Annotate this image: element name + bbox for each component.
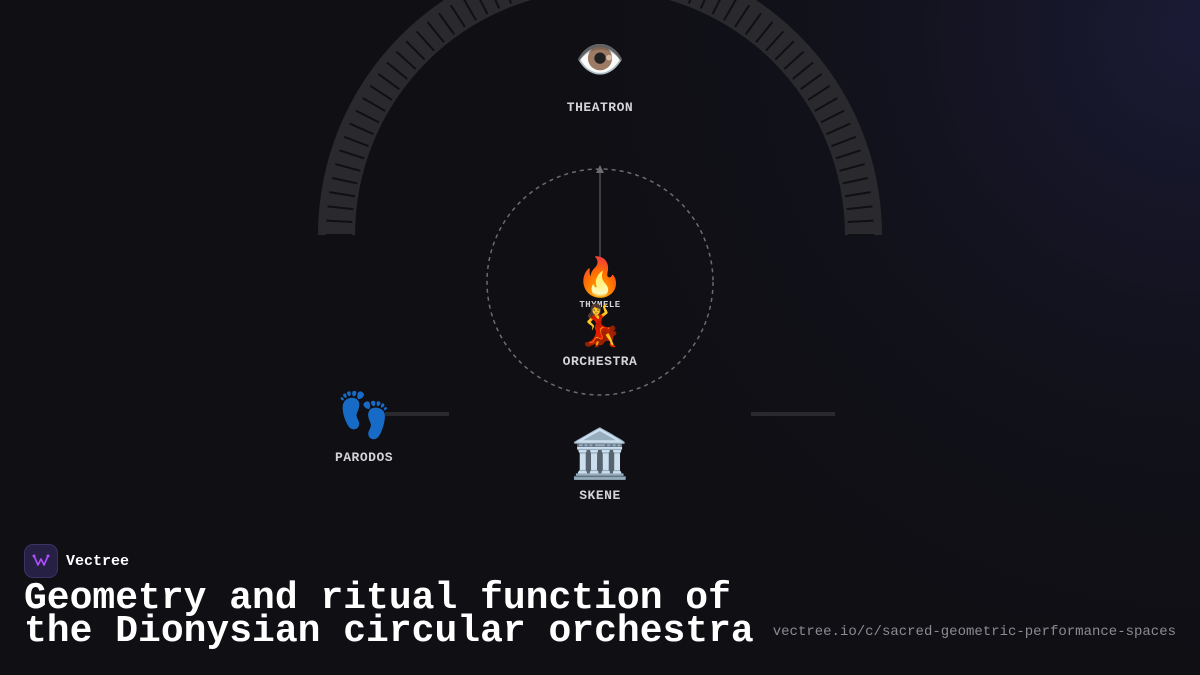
seat-divider <box>463 0 477 21</box>
parodos-node: 👣 PARODOS <box>334 390 394 466</box>
theatron-node: 👁️ THEATRON <box>567 40 633 115</box>
orchestra-node: 💃 ORCHESTRA <box>563 306 638 369</box>
seat-divider <box>335 163 361 172</box>
source-url: vectree.io/c/sacred-geometric-performanc… <box>772 624 1176 640</box>
seat-divider <box>831 135 857 148</box>
footprints-icon: 👣 <box>336 390 392 441</box>
seat-divider <box>426 21 445 43</box>
dancer-icon: 💃 <box>575 303 625 349</box>
seat-divider <box>792 61 814 80</box>
seat-divider <box>326 219 353 224</box>
seat-divider <box>800 73 823 91</box>
seat-divider <box>807 84 831 101</box>
classical-building-icon: 🏛️ <box>570 426 630 482</box>
seat-divider <box>327 205 354 211</box>
seat-divider <box>438 12 456 35</box>
skene-node: 🏛️ SKENE <box>570 430 630 503</box>
seating-rows <box>326 0 874 236</box>
seat-divider <box>814 97 838 112</box>
seat-divider <box>820 109 845 124</box>
parodos-label: PARODOS <box>334 450 394 465</box>
page-title: Geometry and ritual function of the Dion… <box>24 577 754 653</box>
thymele-label: THYMELE <box>579 300 621 310</box>
seat-divider <box>842 177 869 185</box>
seat-divider <box>846 205 873 211</box>
seat-divider <box>331 177 358 185</box>
seat-divider <box>826 122 851 136</box>
seat-divider <box>494 0 501 9</box>
seat-divider <box>699 0 706 9</box>
seat-divider <box>415 30 435 52</box>
seat-divider <box>723 0 737 21</box>
skene-label: SKENE <box>579 488 621 503</box>
seat-divider <box>844 191 871 198</box>
theatron-label: THEATRON <box>566 100 634 115</box>
seat-divider <box>774 40 795 61</box>
seat-divider <box>362 97 386 112</box>
seat-divider <box>765 30 785 52</box>
seat-divider <box>449 4 466 28</box>
seat-divider <box>339 149 365 160</box>
seat-divider <box>386 61 408 80</box>
brand: Vectree <box>24 544 129 578</box>
eye-icon: 👁️ <box>575 37 625 83</box>
seat-divider <box>755 21 774 43</box>
seat-divider <box>783 50 805 70</box>
axis-arrowhead <box>596 165 604 173</box>
seat-divider <box>734 4 751 28</box>
seat-divider <box>405 40 426 61</box>
seat-divider <box>847 219 874 224</box>
seat-divider <box>377 73 400 91</box>
fire-icon: 🔥 <box>576 255 624 299</box>
seat-divider <box>369 84 393 101</box>
orchestra-label: ORCHESTRA <box>562 354 638 369</box>
seat-divider <box>835 149 861 160</box>
brand-name: Vectree <box>66 552 130 570</box>
seat-divider <box>343 135 369 148</box>
seat-divider <box>395 50 417 70</box>
seat-divider <box>711 0 721 15</box>
seat-divider <box>355 109 380 124</box>
seat-divider <box>479 0 489 15</box>
vectree-logo <box>24 544 58 578</box>
seat-divider <box>839 163 865 172</box>
seat-divider <box>744 12 762 35</box>
seat-divider <box>349 122 374 136</box>
thymele-node: 🔥 THYMELE <box>576 258 623 310</box>
seat-divider <box>329 191 356 198</box>
